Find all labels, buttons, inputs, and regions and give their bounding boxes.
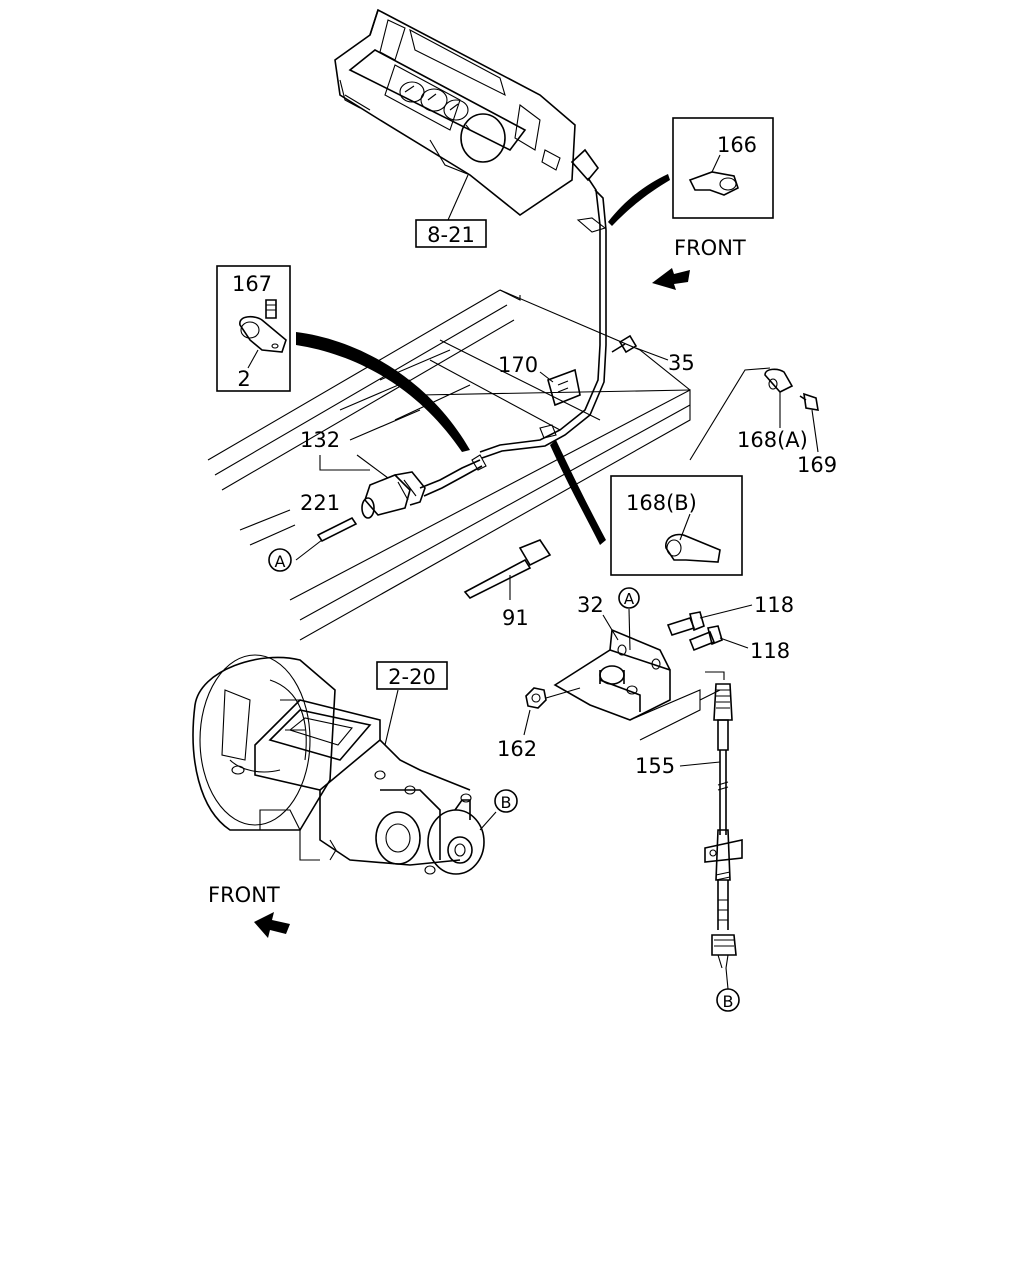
part-168b-label: 168(B): [626, 491, 697, 515]
part-35-label: 35: [668, 351, 695, 375]
clip-170: 170: [498, 353, 581, 407]
callout-swoosh-168b: [550, 440, 606, 545]
part-118a-label: 118: [754, 593, 794, 617]
part-166-label: 166: [717, 133, 757, 157]
front-indicator-top: FRONT: [652, 236, 746, 290]
part-169-label: 169: [797, 453, 837, 477]
front-indicator-bottom: FRONT: [208, 883, 290, 938]
front-bottom-label: FRONT: [208, 883, 280, 907]
ref-8-21-label: 8-21: [427, 223, 475, 247]
pin-221: 221 A: [268, 491, 358, 572]
part-155-label: 155: [635, 754, 675, 778]
bolts-118: 118 118: [666, 593, 794, 663]
connection-b-transmission: B: [494, 789, 518, 813]
bracket-32: 32 A: [553, 587, 721, 741]
speedometer-cable-155: 155 B: [635, 671, 743, 1012]
instrument-cluster: [334, 8, 576, 216]
detail-box-168b: 168(B): [610, 475, 743, 576]
bolt-35: 35: [611, 334, 695, 375]
circle-b2-label: B: [723, 992, 734, 1011]
ref-box-2-20: 2-20: [376, 661, 448, 746]
part-2-label: 2: [237, 367, 250, 391]
circle-a1-label: A: [275, 552, 286, 571]
callout-swoosh-166: [608, 174, 670, 226]
front-bottom-arrow: [254, 912, 290, 938]
part-167-label: 167: [232, 272, 272, 296]
part-170-label: 170: [498, 353, 538, 377]
part-32-label: 32: [577, 593, 604, 617]
detail-box-167-2: 167 2: [216, 265, 291, 392]
callout-swoosh-167: [296, 332, 470, 452]
part-132-label: 132: [300, 428, 340, 452]
nut-162: 162: [497, 687, 581, 761]
speed-sensor-132: 132: [300, 428, 487, 519]
detail-box-166: 166: [672, 117, 774, 219]
transmission: [192, 654, 497, 875]
part-168a-label: 168(A): [737, 428, 808, 452]
chassis-frame: [207, 289, 691, 641]
front-top-label: FRONT: [674, 236, 746, 260]
ref-box-8-21: 8-21: [415, 174, 487, 248]
speedometer-cable-upper: [479, 148, 607, 459]
part-162-label: 162: [497, 737, 537, 761]
part-221-label: 221: [300, 491, 340, 515]
part-118b-label: 118: [750, 639, 790, 663]
clip-168a-bolt-169: 168(A) 169: [689, 367, 837, 477]
part-91-label: 91: [502, 606, 529, 630]
circle-a2-label: A: [624, 590, 635, 608]
circle-b1-label: B: [501, 793, 512, 812]
front-top-arrow: [652, 268, 690, 290]
ref-2-20-label: 2-20: [388, 665, 436, 689]
cable-tie-91: 91: [463, 539, 552, 630]
